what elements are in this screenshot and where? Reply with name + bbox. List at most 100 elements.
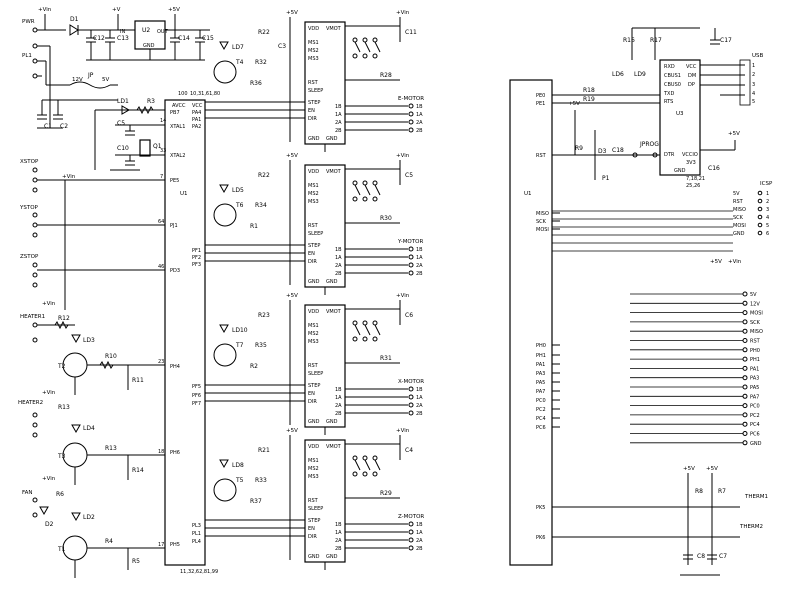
u3-pin-rts: RTS	[664, 99, 673, 105]
svg-text:R34: R34	[255, 202, 267, 209]
driver-chip	[304, 304, 346, 428]
t1-label: T1	[57, 546, 66, 553]
driver-conn-1a: 1A	[416, 530, 423, 536]
driver-pin-en: EN	[308, 108, 315, 114]
r18-label: R18	[583, 87, 595, 94]
driver-out-2b: 2B	[335, 271, 342, 277]
driver-transistor: T7	[235, 342, 244, 349]
reg-gnd-label: GND	[143, 43, 155, 49]
driver-out-1b: 1B	[335, 247, 342, 253]
mcu-ref-label: U1	[180, 191, 188, 197]
r5-label: R5	[132, 558, 140, 565]
ext-header-section: +5V +Vin 5V12VMOSISCKMISORSTPH0PH1PA1PA3…	[630, 259, 763, 447]
c2-label: C2	[60, 123, 68, 130]
driver-conn-1a: 1A	[416, 255, 423, 261]
driver-out-2a: 2A	[335, 263, 342, 269]
driver-pin-step: STEP	[308, 100, 320, 106]
icsp-pin-5v: 5V	[733, 191, 740, 197]
driver-pin-vdd: VDD	[308, 309, 319, 315]
heaters-section: HEATER1 +Vin R12 LD3 T2 R10 R11 HEATER2 …	[18, 301, 165, 578]
driver-out-1a: 1A	[335, 112, 342, 118]
driver-pin-ms3: MS3	[308, 199, 319, 205]
mcu-pf5: PF5	[192, 384, 201, 390]
u3-pin-vcc: VCC	[686, 64, 697, 70]
driver-y-motor: VDDMS1MS2MS3RSTSLEEPSTEPENDIRGNDVMOTGND1…	[205, 153, 423, 295]
ld6-label: LD6	[612, 71, 624, 78]
driver-conn-2b: 2B	[416, 546, 423, 552]
r19-label: R19	[583, 96, 595, 103]
driver-pin-rst: RST	[308, 363, 319, 369]
driver-pin-ms3: MS3	[308, 474, 319, 480]
driver-pin-sleep: SLEEP	[308, 88, 323, 94]
svg-text:R33: R33	[255, 477, 267, 484]
u3-pin-3v3: 3V3	[686, 160, 696, 166]
driver-pin-en: EN	[308, 251, 315, 257]
driver-pin-vdd: VDD	[308, 169, 319, 175]
c15-label: C15	[202, 35, 214, 42]
driver-pin-dir: DIR	[308, 534, 317, 540]
c13-label: C13	[117, 35, 129, 42]
mcu-pf3: PF3	[192, 262, 201, 268]
svg-text:R1: R1	[250, 223, 258, 230]
c10-label: C10	[117, 145, 129, 152]
mcu2-pin-rst: RST	[536, 153, 547, 159]
driver-transistor: T4	[235, 59, 244, 66]
driver-led: LD5	[232, 187, 244, 194]
svg-text:C5: C5	[405, 172, 413, 179]
mcu-u1-body	[164, 99, 206, 566]
mcu-pa4: PA4	[192, 110, 201, 116]
t2-label: T2	[57, 363, 66, 370]
mcu-u1-right: U1 PE0PE1RSTMISOSCKMOSIPH0PH1PA1PA3PA5PA…	[509, 79, 560, 566]
svg-text:+Vin: +Vin	[396, 10, 410, 16]
v12-label: 12V	[72, 77, 83, 83]
driver-pin-gnd: GND	[308, 554, 320, 560]
driver-pin-ms1: MS1	[308, 458, 319, 464]
r14-label: R14	[132, 467, 144, 474]
mcu-ph4: PH4	[170, 364, 180, 370]
mcu-pd3: PD3	[170, 268, 180, 274]
ext-pin-mosi: MOSI	[750, 311, 763, 317]
driver-pin-ms1: MS1	[308, 323, 319, 329]
icsp-pin-gnd: GND	[733, 231, 745, 237]
v5-label-1: +5V	[168, 7, 180, 13]
ld3-label: LD3	[83, 337, 95, 344]
driver-out-1a: 1A	[335, 395, 342, 401]
mcu-pl1: PL1	[192, 531, 201, 537]
zstop-label: ZSTOP	[20, 254, 39, 260]
mcu2-pin-pc4: PC4	[536, 416, 546, 422]
driver-conn-2a: 2A	[416, 263, 423, 269]
motor-label: E-MOTOR	[398, 96, 424, 102]
mcu-pf2: PF2	[192, 255, 201, 261]
driver-e-motor: VDDMS1MS2MS3RSTSLEEPSTEPENDIRGNDVMOTGND1…	[205, 10, 424, 152]
svg-text:R37: R37	[250, 498, 262, 505]
v5-therm1: +5V	[683, 466, 695, 472]
ext-pin-gnd: GND	[750, 441, 762, 447]
ext-pin-5v: 5V	[750, 292, 757, 298]
svg-text:4: 4	[766, 215, 769, 221]
ext-pin-sck: SCK	[750, 320, 761, 326]
vin-label-3: +Vin	[42, 301, 56, 307]
driver-transistor: T6	[235, 202, 244, 209]
r16-label: R16	[623, 37, 635, 44]
driver-chip	[304, 164, 346, 288]
svg-text:23: 23	[158, 359, 164, 365]
ystop-label: YSTOP	[19, 205, 39, 211]
driver-pin-sleep: SLEEP	[308, 506, 323, 512]
driver-pin-vmot: VMOT	[326, 26, 342, 32]
n14: 14	[160, 118, 166, 124]
driver-pin-vmot: VMOT	[326, 169, 342, 175]
driver-conn-2a: 2A	[416, 403, 423, 409]
ld4-label: LD4	[83, 425, 95, 432]
mcu2-pin-miso: MISO	[536, 211, 549, 217]
driver-out-1b: 1B	[335, 522, 342, 528]
vin-label-1: +Vin	[38, 7, 52, 13]
driver-pin-gnd: GND	[308, 419, 320, 425]
mcu2-pin-pc0: PC0	[536, 398, 546, 404]
driver-conn-2b: 2B	[416, 411, 423, 417]
usb-num-1: 1	[752, 63, 755, 69]
driver-pin-en: EN	[308, 526, 315, 532]
ext-pin-12v: 12V	[750, 301, 760, 307]
driver-pin-step: STEP	[308, 518, 320, 524]
driver-conn-2b: 2B	[416, 128, 423, 134]
